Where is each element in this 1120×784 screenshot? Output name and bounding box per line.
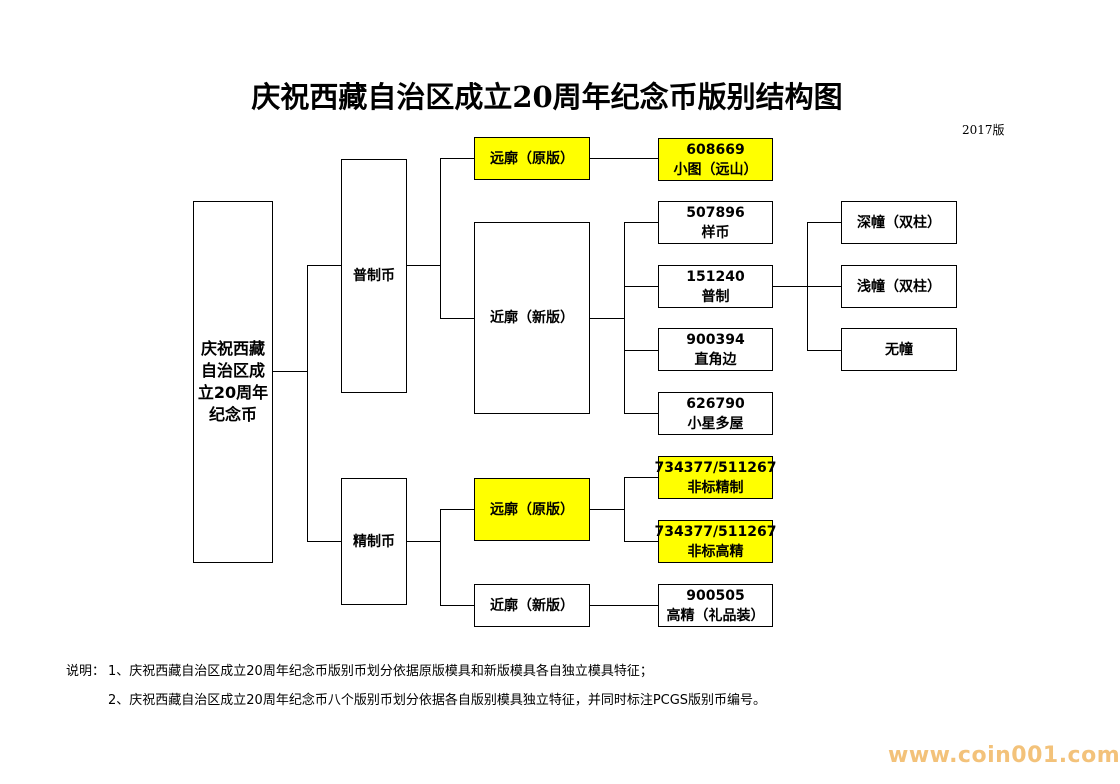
sub-label: 浅幢（双柱） — [857, 278, 941, 295]
sub-shallow: 浅幢（双柱） — [841, 265, 957, 308]
leaf-name: 小图（远山） — [673, 161, 758, 178]
leaf-name: 直角边 — [694, 351, 737, 368]
connector — [590, 509, 625, 510]
leaf-code: 151240 — [686, 268, 745, 285]
note-1: 1、庆祝西藏自治区成立20周年纪念币版别币划分依据原版模具和新版模具各自独立模具… — [108, 664, 653, 679]
leaf-code: 507896 — [686, 204, 745, 221]
leaf-734377-gaojing: 734377/511267 非标高精 — [655, 520, 777, 563]
root-line: 自治区成 — [200, 361, 265, 380]
leaf-name: 普制 — [701, 288, 730, 305]
connector — [590, 605, 658, 606]
sub-label: 深幢（双柱） — [857, 214, 941, 231]
sub-deep: 深幢（双柱） — [841, 201, 957, 244]
connector — [273, 371, 308, 372]
leaf-900505: 900505 高精（礼品装） — [658, 584, 773, 627]
root-node: 庆祝西藏 自治区成 立20周年 纪念币 — [193, 201, 273, 563]
leaf-code: 734377/511267 — [654, 459, 777, 476]
connector — [440, 158, 474, 159]
connector — [624, 413, 658, 414]
connector — [307, 265, 341, 266]
leaf-151240: 151240 普制 — [658, 265, 773, 308]
connector — [307, 265, 308, 542]
node-label: 普制币 — [353, 268, 395, 284]
node-label: 近廓（新版） — [490, 310, 574, 326]
leaf-name: 样币 — [701, 224, 730, 241]
connector — [624, 222, 658, 223]
leaf-code: 734377/511267 — [654, 523, 777, 540]
root-line: 纪念币 — [208, 405, 257, 424]
node-pu-jinkuo: 近廓（新版） — [474, 222, 590, 414]
leaf-507896: 507896 样币 — [658, 201, 773, 244]
leaf-734377-jingzhi: 734377/511267 非标精制 — [655, 456, 777, 499]
node-label: 近廓（新版） — [490, 597, 574, 614]
connector — [590, 318, 625, 319]
leaf-code: 900505 — [686, 587, 745, 604]
node-jing-yuankuo: 远廓（原版） — [474, 478, 590, 541]
node-jingzhi: 精制币 — [341, 478, 407, 605]
node-puzhi: 普制币 — [341, 159, 407, 393]
leaf-name: 非标精制 — [687, 479, 744, 496]
leaf-code: 626790 — [686, 395, 745, 412]
connector — [807, 286, 841, 287]
connector — [624, 286, 658, 287]
connector — [440, 158, 441, 319]
note-2: 2、庆祝西藏自治区成立20周年纪念币八个版别币划分依据各自版别模具独立特征，并同… — [108, 693, 767, 708]
connector — [407, 541, 441, 542]
watermark: www.coin001.com — [888, 743, 1120, 768]
node-label: 远廓（原版） — [490, 501, 574, 518]
connector — [590, 158, 658, 159]
connector — [807, 222, 841, 223]
leaf-name: 高精（礼品装） — [666, 607, 765, 624]
leaf-608669: 608669 小图（远山） — [658, 138, 773, 181]
connector — [624, 477, 658, 478]
leaf-626790: 626790 小星多屋 — [658, 392, 773, 435]
notes-label: 说明： — [66, 664, 106, 679]
connector — [773, 286, 808, 287]
connector — [440, 509, 474, 510]
connector — [807, 350, 841, 351]
leaf-code: 900394 — [686, 331, 745, 348]
connector — [624, 222, 625, 414]
root-line: 庆祝西藏 — [200, 339, 265, 358]
connector — [624, 350, 658, 351]
root-line: 立20周年 — [197, 383, 269, 402]
sub-label: 无幢 — [885, 341, 913, 358]
node-label: 精制币 — [353, 533, 395, 550]
connector — [440, 509, 441, 606]
connector — [307, 541, 341, 542]
node-pu-yuankuo: 远廓（原版） — [474, 137, 590, 180]
connector — [440, 318, 474, 319]
version-label: 2017版 — [962, 123, 1005, 137]
leaf-code: 608669 — [686, 141, 745, 158]
leaf-name: 小星多屋 — [687, 415, 744, 432]
node-jing-jinkuo: 近廓（新版） — [474, 584, 590, 627]
node-label: 远廓（原版） — [490, 150, 574, 167]
connector — [407, 265, 441, 266]
connector — [624, 477, 625, 542]
diagram-title: 庆祝西藏自治区成立20周年纪念币版别结构图 — [251, 80, 843, 114]
connector — [624, 541, 658, 542]
leaf-900394: 900394 直角边 — [658, 328, 773, 371]
leaf-name: 非标高精 — [687, 543, 744, 560]
sub-none: 无幢 — [841, 328, 957, 371]
connector — [440, 605, 474, 606]
